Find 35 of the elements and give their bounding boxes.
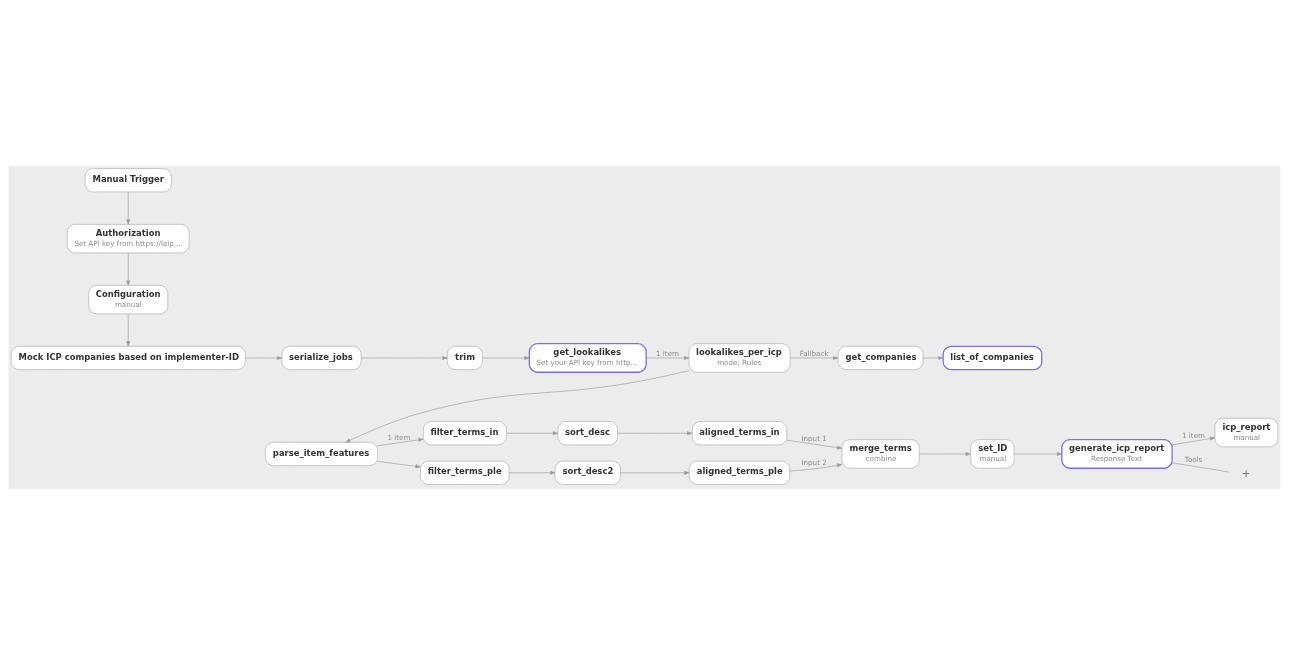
node-box: Mock ICP companies based on implementer-ID [10,345,246,370]
node-box: aligned_terms_in [691,420,788,445]
node-box: aligned_terms_ple [688,460,791,485]
node-box: filter_terms_in [422,420,507,445]
arrow [126,313,131,346]
arrow [918,451,971,456]
arrow [377,460,421,468]
arrow [360,355,448,360]
arrow [923,355,944,360]
arrow [789,462,843,471]
arrow [126,191,131,225]
arrow [1171,436,1216,445]
node-box: Manual Trigger [84,167,172,192]
arrow [645,355,690,360]
arrow [1013,451,1063,456]
node-box: parse_item_features [265,441,378,466]
arrow [126,252,131,286]
node-box: sort_desc2 [554,460,621,485]
node-box: trim [446,345,483,370]
node-box: sort_desc [557,420,618,445]
arrow [482,355,530,360]
connector [1171,462,1230,472]
node-box: get_companies [837,345,924,370]
node-text: + [1241,466,1251,479]
arrow [506,430,559,435]
node-box: serialize_jobs [281,345,362,370]
node-box: filter_terms_ple [420,460,510,485]
arrow [786,439,843,450]
arrow [620,470,690,475]
arrow [509,470,556,475]
arrow [377,437,424,446]
arrow [617,430,693,435]
node-box: list_of_companies [942,345,1043,370]
arrow [789,355,839,360]
arrow [245,355,283,360]
